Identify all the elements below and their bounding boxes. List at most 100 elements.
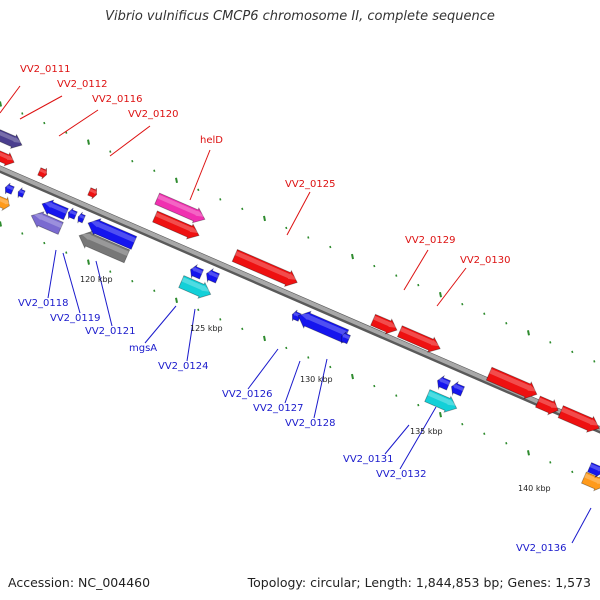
inner-tick	[329, 365, 332, 369]
leader-line	[19, 95, 63, 120]
gene-vv2-0130-shape	[396, 325, 441, 353]
inner-tick	[109, 270, 112, 273]
outer-tick	[351, 253, 354, 260]
inner-tick	[395, 394, 398, 397]
gene-label-vv2-0119[interactable]: VV2_0119	[50, 313, 101, 324]
gene-vv2-0116	[37, 167, 48, 180]
gene-vv2-0115-highlight	[18, 189, 25, 195]
gene-vv2-0132-highlight	[427, 391, 458, 406]
outer-tick	[329, 245, 332, 249]
gene-vv2-0120	[87, 187, 98, 200]
outer-tick	[527, 330, 530, 336]
gene-mgsa	[178, 275, 212, 299]
outer-tick	[175, 177, 178, 183]
gene-vv2-0114-shape	[0, 195, 10, 212]
gene-vv2-0127-highlight	[299, 313, 348, 337]
outer-tick	[21, 112, 24, 115]
gene-vv2-0123b	[206, 267, 221, 284]
gene-label-vv2-0124[interactable]: VV2_0124	[158, 361, 209, 372]
gene-vv2-0121-shape	[78, 230, 131, 264]
gene-vv2-0114	[0, 195, 11, 212]
inner-tick	[153, 289, 156, 292]
gene-label-vv2-0118[interactable]: VV2_0118	[18, 298, 69, 309]
outer-tick	[87, 139, 90, 145]
gene-vv2-0131a-highlight	[438, 378, 450, 386]
outer-tick	[373, 264, 376, 268]
gene-vv2-0113-shape	[4, 182, 15, 195]
inner-tick	[65, 251, 68, 254]
inner-tick	[263, 335, 266, 342]
leader-line	[403, 249, 429, 291]
inner-tick	[461, 422, 464, 426]
gene-vv2-0121	[78, 230, 131, 264]
gene-vv2-0131a	[437, 374, 452, 391]
leader-line	[0, 85, 21, 114]
gene-label-vv2-0126[interactable]: VV2_0126	[222, 389, 273, 400]
gene-vv2-0121-highlight	[80, 233, 129, 257]
gene-vv2-0125-highlight	[234, 251, 299, 281]
topology-summary: Topology: circular; Length: 1,844,853 bp…	[247, 575, 591, 590]
leader-line	[313, 358, 328, 419]
outer-tick	[285, 226, 288, 230]
gene-label-vv2-0121[interactable]: VV2_0121	[85, 326, 136, 337]
gene-vv2-0118	[30, 211, 64, 235]
outer-tick	[0, 101, 2, 107]
gene-label-vv2-0131[interactable]: VV2_0131	[343, 454, 394, 465]
gene-label-vv2-0132[interactable]: VV2_0132	[376, 469, 427, 480]
gene-vv2-0133-shape	[485, 366, 538, 400]
inner-tick	[87, 259, 90, 265]
outer-tick	[395, 274, 398, 277]
outer-tick	[109, 150, 112, 153]
gene-vv2-0112	[0, 148, 15, 167]
gene-vv2-0116-highlight	[39, 168, 48, 174]
gene-label-vv2-0130[interactable]: VV2_0130	[460, 255, 511, 266]
inner-tick	[505, 442, 508, 445]
leader-line	[95, 260, 113, 327]
leader-line	[571, 507, 592, 544]
inner-tick	[351, 373, 354, 380]
gene-vv2-0137-shape	[587, 462, 600, 479]
gene-label-mgsa[interactable]: mgsA	[129, 343, 157, 354]
inner-tick	[241, 327, 244, 331]
scale-label-125: 125 kbp	[190, 324, 223, 333]
gene-label-vv2-0116[interactable]: VV2_0116	[92, 94, 143, 105]
outer-tick	[307, 236, 310, 239]
gene-label-vv2-0112[interactable]: VV2_0112	[57, 79, 108, 90]
gene-vv2-0123a-highlight	[191, 267, 203, 275]
gene-vv2-0131a-shape	[437, 374, 452, 391]
outer-tick	[439, 291, 442, 298]
gene-vv2-0126-shape	[291, 309, 302, 322]
gene-label-vv2-0127[interactable]: VV2_0127	[253, 403, 304, 414]
gene-label-vv2-0128[interactable]: VV2_0128	[285, 418, 336, 429]
gene-label-vv2-0125[interactable]: VV2_0125	[285, 179, 336, 190]
outer-tick	[219, 198, 222, 201]
outer-tick	[461, 302, 464, 306]
gene-label-vv2-0129[interactable]: VV2_0129	[405, 235, 456, 246]
gene-vv2-0115	[17, 187, 26, 198]
outer-tick	[197, 188, 200, 192]
outer-tick	[417, 283, 420, 287]
inner-tick	[549, 461, 552, 464]
gene-label-vv2-0111[interactable]: VV2_0111	[20, 64, 71, 75]
gene-vv2-0123a-shape	[190, 263, 205, 280]
gene-mgsa-shape	[178, 275, 212, 299]
gene-vv2-0117c	[77, 211, 86, 224]
gene-label-held[interactable]: helD	[200, 135, 223, 146]
gene-label-vv2-0120[interactable]: VV2_0120	[128, 109, 179, 120]
gene-vv2-0135-shape	[557, 405, 600, 433]
gene-vv2-0122-highlight	[155, 212, 200, 234]
scale-label-140: 140 kbp	[518, 484, 551, 493]
gene-label-vv2-0136[interactable]: VV2_0136	[516, 543, 567, 554]
gene-vv2-0129-highlight	[373, 315, 398, 328]
gene-vv2-0131b-highlight	[452, 384, 464, 392]
gene-vv2-0128-highlight	[342, 333, 351, 340]
gene-vv2-0119-highlight	[89, 220, 137, 243]
gene-vv2-0112-shape	[0, 148, 15, 167]
leader-line	[47, 249, 57, 299]
leader-line	[189, 149, 211, 201]
gene-vv2-0132	[424, 389, 458, 413]
inner-tick	[131, 279, 134, 283]
inner-tick	[0, 221, 2, 227]
gene-vv2-0120-shape	[87, 187, 98, 200]
gene-vv2-0119	[87, 218, 138, 250]
